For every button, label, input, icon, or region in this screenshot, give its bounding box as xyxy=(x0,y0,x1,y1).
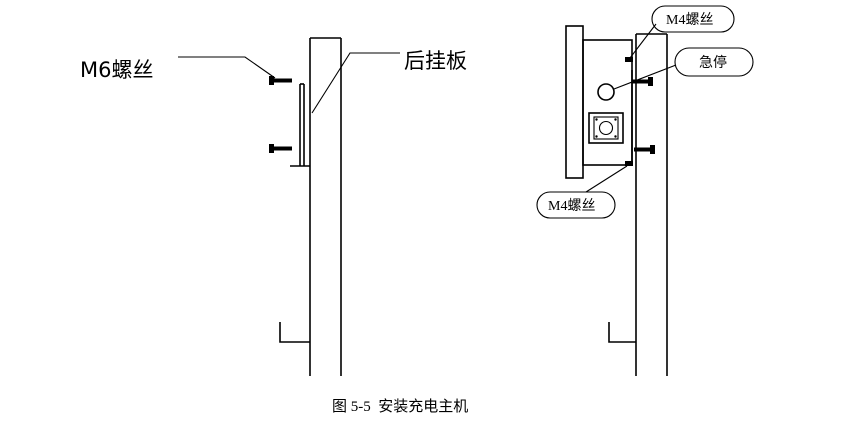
left-floor-bracket xyxy=(279,322,310,343)
charger-body xyxy=(582,39,633,166)
rear-plate xyxy=(290,83,310,167)
charger-front-panel xyxy=(565,25,584,179)
figure-caption: 图 5-5 安装充电主机 xyxy=(332,398,468,415)
m6-screw-label: M6螺丝 xyxy=(80,58,153,82)
m6-screw-upper xyxy=(269,76,292,85)
m4-bottom-callout: M4螺丝 xyxy=(536,191,616,219)
m6-leader-line xyxy=(178,56,276,79)
emergency-stop-callout: 急停 xyxy=(674,47,754,77)
m4-screw-top-label: M4螺丝 xyxy=(666,12,713,28)
right-m6-screw-lower xyxy=(634,145,655,154)
m4-screw-bottom xyxy=(625,161,633,166)
m4-top-leader-line xyxy=(629,23,657,59)
right-floor-bracket xyxy=(608,322,636,343)
charging-socket xyxy=(588,112,624,144)
right-figure: M4螺丝 急停 M4螺丝 xyxy=(536,5,754,376)
right-m6-screw-upper xyxy=(632,77,653,86)
emergency-stop-button xyxy=(597,83,615,101)
rear-plate-label: 后挂板 xyxy=(404,49,467,73)
m4-bottom-leader-line xyxy=(585,165,628,193)
left-figure: M6螺丝 后挂板 xyxy=(80,37,467,376)
m4-screw-top xyxy=(625,57,633,62)
m4-top-callout: M4螺丝 xyxy=(651,5,735,33)
m4-screw-bottom-label: M4螺丝 xyxy=(548,198,595,214)
rear-plate-leader-line xyxy=(311,52,400,114)
emergency-stop-leader-line xyxy=(613,64,677,90)
m6-screw-lower xyxy=(269,144,292,153)
emergency-stop-label: 急停 xyxy=(699,54,727,71)
